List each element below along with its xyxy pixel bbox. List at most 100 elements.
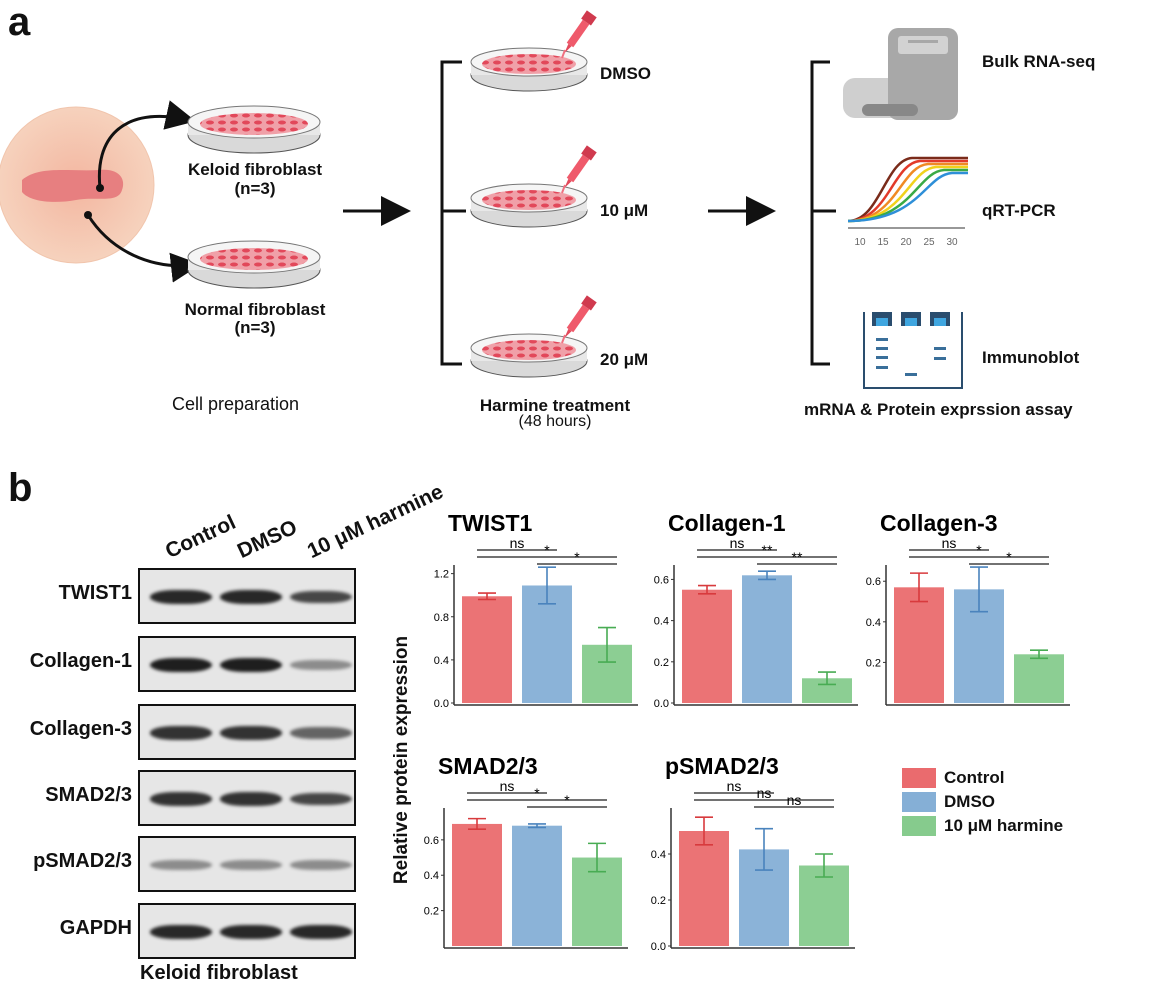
- qpcr-tick-label: 25: [923, 237, 935, 248]
- significance-label: ns: [727, 778, 742, 794]
- bar-chart-1: Collagen-10.00.20.40.6ns****: [654, 510, 858, 710]
- bar: [682, 589, 732, 703]
- keloid-n: (n=3): [234, 179, 276, 198]
- petri-dish-10um: [470, 183, 588, 228]
- significance-label: *: [534, 785, 540, 801]
- bar: [742, 575, 792, 703]
- significance-label: *: [564, 792, 570, 808]
- y-tick-label: 0.4: [434, 655, 449, 667]
- keloid-label: Keloid fibroblast: [187, 160, 323, 179]
- bar: [452, 823, 502, 946]
- cell-prep-label: Cell preparation: [172, 394, 300, 414]
- bar: [679, 831, 729, 946]
- dropper-icon: [564, 10, 597, 54]
- blot-band: [220, 860, 282, 870]
- qpcr-tick-label: 10: [854, 237, 866, 248]
- normal-label: Normal fibroblast: [184, 300, 326, 319]
- assay-qpcr: qRT-PCR: [982, 201, 1056, 220]
- blot-row-label: SMAD2/3: [45, 784, 132, 806]
- blot-band: [290, 792, 352, 806]
- legend: Control DMSO 10 μM harmine: [902, 768, 1063, 836]
- significance-label: ns: [730, 535, 745, 551]
- bar-chart-3: SMAD2/30.20.40.6ns**: [424, 753, 628, 949]
- significance-label: *: [976, 542, 982, 558]
- legend-item-harmine: 10 μM harmine: [902, 816, 1063, 836]
- blot-caption: Keloid fibroblast: [140, 962, 298, 984]
- blot-band: [290, 925, 352, 939]
- chart-title: TWIST1: [448, 510, 533, 536]
- qpcr-tick-label: 30: [946, 237, 958, 248]
- bar: [462, 596, 512, 703]
- y-tick-label: 0.6: [866, 576, 881, 588]
- blot-band: [290, 590, 352, 604]
- significance-label: ns: [787, 792, 802, 808]
- lane-label-control: Control: [161, 510, 240, 564]
- legend-label-control: Control: [944, 768, 1005, 787]
- petri-dish-keloid: [187, 105, 321, 154]
- significance-label: *: [574, 549, 580, 565]
- y-tick-label: 0.4: [651, 849, 666, 861]
- blot-band: [220, 925, 282, 939]
- y-axis-label: Relative protein expression: [391, 635, 412, 885]
- blot-band: [150, 658, 212, 672]
- arrow-normal: [86, 214, 201, 283]
- legend-label-dmso: DMSO: [944, 792, 995, 811]
- treatment-dmso: DMSO: [600, 64, 651, 83]
- y-tick-label: 0.0: [434, 698, 449, 710]
- y-tick-label: 1.2: [434, 569, 449, 581]
- blot-band: [150, 590, 212, 604]
- significance-label: ns: [500, 778, 515, 794]
- y-tick-label: 0.2: [651, 895, 666, 907]
- chart-title: Collagen-1: [668, 510, 786, 536]
- lane-label-harmine: 10 μM harmine: [303, 480, 447, 564]
- treatment-bracket: [440, 60, 466, 366]
- y-tick-label: 0.4: [424, 870, 439, 882]
- blot-row-label: TWIST1: [58, 582, 132, 604]
- significance-label: ns: [942, 535, 957, 551]
- panel-a-letter: a: [8, 0, 31, 44]
- blot-band: [290, 727, 352, 739]
- significance-label: **: [762, 542, 773, 558]
- blot-row-label: pSMAD2/3: [33, 850, 132, 872]
- y-tick-label: 0.0: [654, 698, 669, 710]
- legend-swatch-dmso: [902, 792, 936, 812]
- panel-b-letter: b: [8, 466, 33, 510]
- significance-label: *: [1006, 549, 1012, 565]
- arrow-keloid: [97, 100, 196, 189]
- harmine-treatment-label: Harmine treatment: [479, 396, 631, 415]
- blot-row-label: GAPDH: [59, 917, 132, 939]
- assay-caption: mRNA & Protein exprssion assay: [804, 400, 1073, 419]
- blot-band: [290, 660, 352, 670]
- bar: [522, 585, 572, 703]
- y-tick-label: 0.4: [866, 617, 881, 629]
- y-tick-label: 0.6: [424, 835, 439, 847]
- bar-chart-2: Collagen-3 0.2 0.4 0.6 ns * *: [866, 510, 1070, 706]
- y-tick-label: 0.2: [654, 657, 669, 669]
- gel-icon: [863, 312, 963, 389]
- blot-band: [150, 726, 212, 740]
- y-tick-label: 0.2: [424, 906, 439, 918]
- y-tick-label: 0.2: [866, 657, 881, 669]
- bar: [1014, 654, 1064, 703]
- blot-row-label: Collagen-3: [29, 718, 132, 740]
- blot-band: [220, 726, 282, 740]
- y-tick-label: 0.6: [654, 574, 669, 586]
- bar: [799, 865, 849, 946]
- chart-title: Collagen-3: [880, 510, 998, 536]
- normal-n: (n=3): [234, 318, 276, 337]
- blot-row-label: Collagen-1: [29, 650, 132, 672]
- assay-bracket: [810, 60, 836, 366]
- blot-band: [220, 658, 282, 672]
- y-tick-label: 0.0: [651, 941, 666, 953]
- blot-band: [150, 792, 212, 806]
- qpcr-curves-icon: [847, 156, 968, 229]
- significance-label: **: [792, 549, 803, 565]
- significance-label: ns: [757, 785, 772, 801]
- treatment-10um: 10 μM: [600, 201, 649, 220]
- y-tick-label: 0.8: [434, 612, 449, 624]
- blot-band: [220, 792, 282, 806]
